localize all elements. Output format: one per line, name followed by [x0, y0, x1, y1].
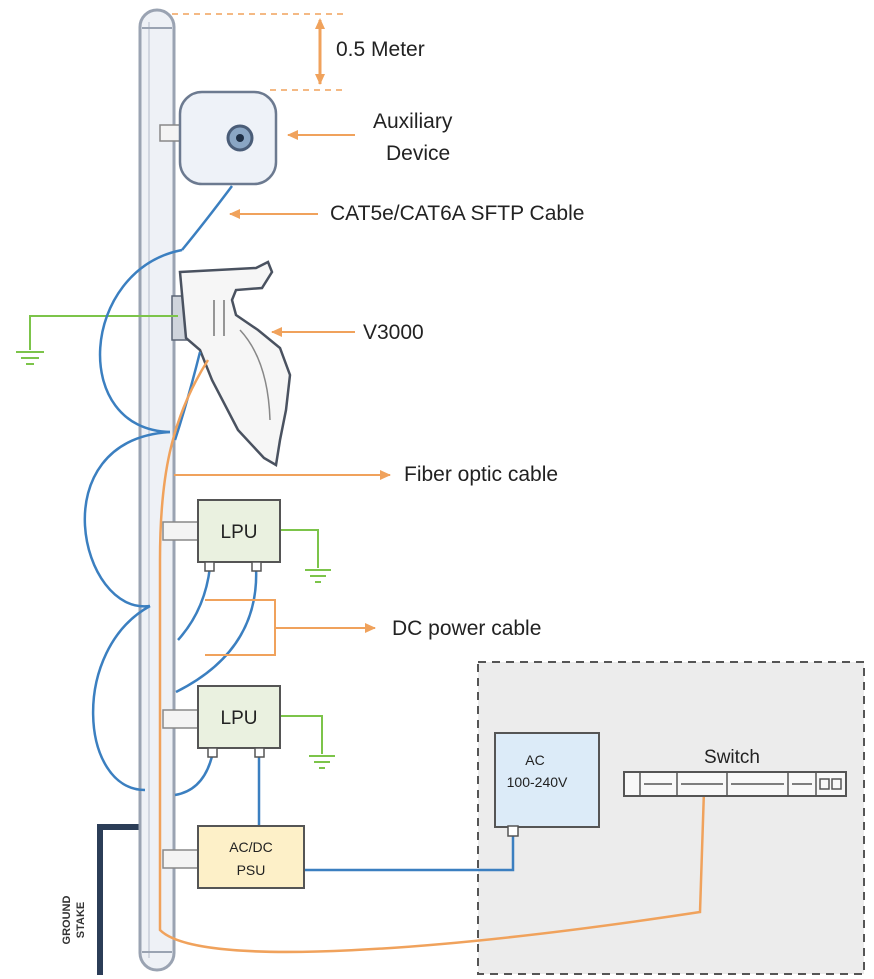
psu-box: [197, 825, 305, 889]
psu-label-line2: PSU: [237, 862, 266, 878]
psu-label-line1: AC/DC: [229, 839, 273, 855]
lpu-top-label: LPU: [221, 522, 258, 543]
ground-symbol-v3000: [16, 351, 44, 365]
pole: [138, 8, 176, 972]
dc-bracket: [205, 599, 375, 656]
ground-stake: [97, 824, 150, 975]
v3000-detail: [213, 300, 225, 336]
v3000-grip-detail: [239, 329, 271, 421]
lpu-bottom-port-2: [254, 747, 265, 758]
ground-wire-v3000: [29, 315, 178, 350]
ac-adapter-box: [494, 732, 600, 828]
height-note: 0.5 Meter: [336, 38, 425, 61]
auxiliary-label-line1: Auxiliary: [373, 110, 453, 133]
ethernet-cables: [83, 185, 515, 872]
fiber-cable-label: Fiber optic cable: [404, 463, 558, 486]
auxiliary-device-lens-center: [236, 134, 244, 142]
switch-ports: [639, 772, 842, 796]
v3000-label: V3000: [363, 321, 424, 344]
ac-label-line1: AC: [525, 752, 544, 768]
ground-wire-lpu-top: [280, 529, 319, 568]
lpu-bottom-label: LPU: [221, 708, 258, 729]
lpu-bottom-port-1: [207, 747, 218, 758]
auxiliary-label-line2: Device: [386, 142, 450, 165]
lpu-top-port-2: [251, 561, 262, 572]
ac-label-line2: 100-240V: [507, 774, 568, 790]
ground-symbol-lpu-bottom: [309, 755, 335, 769]
fiber-optic-cable: [158, 359, 706, 954]
ground-symbol-lpu-top: [305, 569, 331, 583]
lpu-top-port-1: [204, 561, 215, 572]
ac-adapter-port: [507, 825, 519, 837]
dc-cable-label: DC power cable: [392, 617, 541, 640]
switch-label: Switch: [704, 747, 760, 768]
ground-stake-label-2: STAKE: [75, 902, 87, 938]
ground-wire-lpu-bottom: [280, 715, 323, 754]
lpu-bottom-box: [197, 685, 281, 749]
lpu-top-box: [197, 499, 281, 563]
v3000-device: [178, 260, 292, 467]
ground-stake-label-1: GROUND: [61, 896, 73, 945]
cat-cable-label: CAT5e/CAT6A SFTP Cable: [330, 202, 584, 225]
